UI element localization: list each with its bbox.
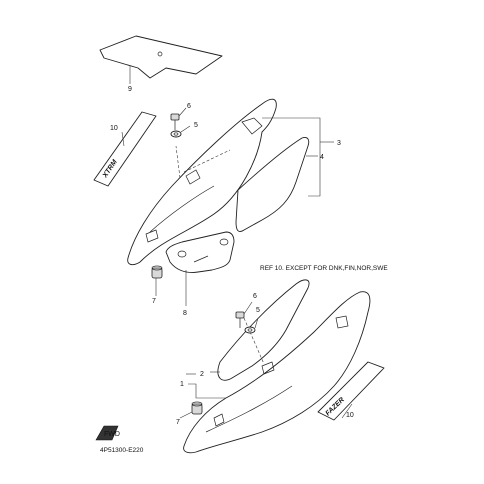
grommet-part-7-top[interactable] — [151, 265, 163, 296]
grommet-part-7-bottom[interactable] — [179, 401, 203, 419]
seal-pad-part-9[interactable] — [99, 35, 223, 84]
callout-10-bottom: 10 — [346, 412, 354, 419]
callout-4: 4 — [320, 154, 324, 161]
callout-8: 8 — [183, 310, 187, 317]
callout-1: 1 — [180, 381, 184, 388]
side-cover-upper[interactable] — [127, 98, 277, 266]
bracket-part-8[interactable] — [165, 231, 235, 306]
callout-6-top: 6 — [187, 103, 191, 110]
bolt-part-6-top[interactable] — [170, 107, 187, 130]
callout-3: 3 — [337, 140, 341, 147]
callout-7-top: 7 — [152, 298, 156, 305]
note-text: REF 10. EXCEPT FOR DNK,FIN,NOR,SWE — [260, 265, 388, 272]
leader-3 — [262, 117, 321, 197]
emblem-part-10-top[interactable]: XTRM — [93, 111, 157, 187]
callout-7-bottom: 7 — [176, 419, 180, 426]
side-cover-lower[interactable] — [183, 291, 371, 454]
callout-2: 2 — [200, 371, 204, 378]
callout-10-top: 10 — [110, 125, 118, 132]
emblem-part-10-bottom[interactable]: FAZER — [317, 361, 385, 421]
panel-part-2[interactable] — [210, 279, 310, 381]
washer-part-5-top[interactable] — [170, 125, 191, 138]
forward-arrow-icon: FWD — [95, 425, 120, 441]
leader-1 — [188, 383, 226, 399]
callout-5-top: 5 — [194, 122, 198, 129]
bolt-part-6-bottom[interactable] — [235, 301, 253, 328]
reference-note: REF 10. EXCEPT FOR DNK,FIN,NOR,SWE — [260, 265, 388, 272]
diagram-code: 4P51300-E220 — [100, 447, 144, 454]
washer-part-5-bottom[interactable] — [244, 317, 259, 334]
panel-part-4[interactable] — [235, 137, 318, 233]
callout-9: 9 — [128, 86, 132, 93]
svg-text:FWD: FWD — [104, 431, 120, 438]
callout-5-bottom: 5 — [256, 307, 260, 314]
callout-6-bottom: 6 — [253, 293, 257, 300]
